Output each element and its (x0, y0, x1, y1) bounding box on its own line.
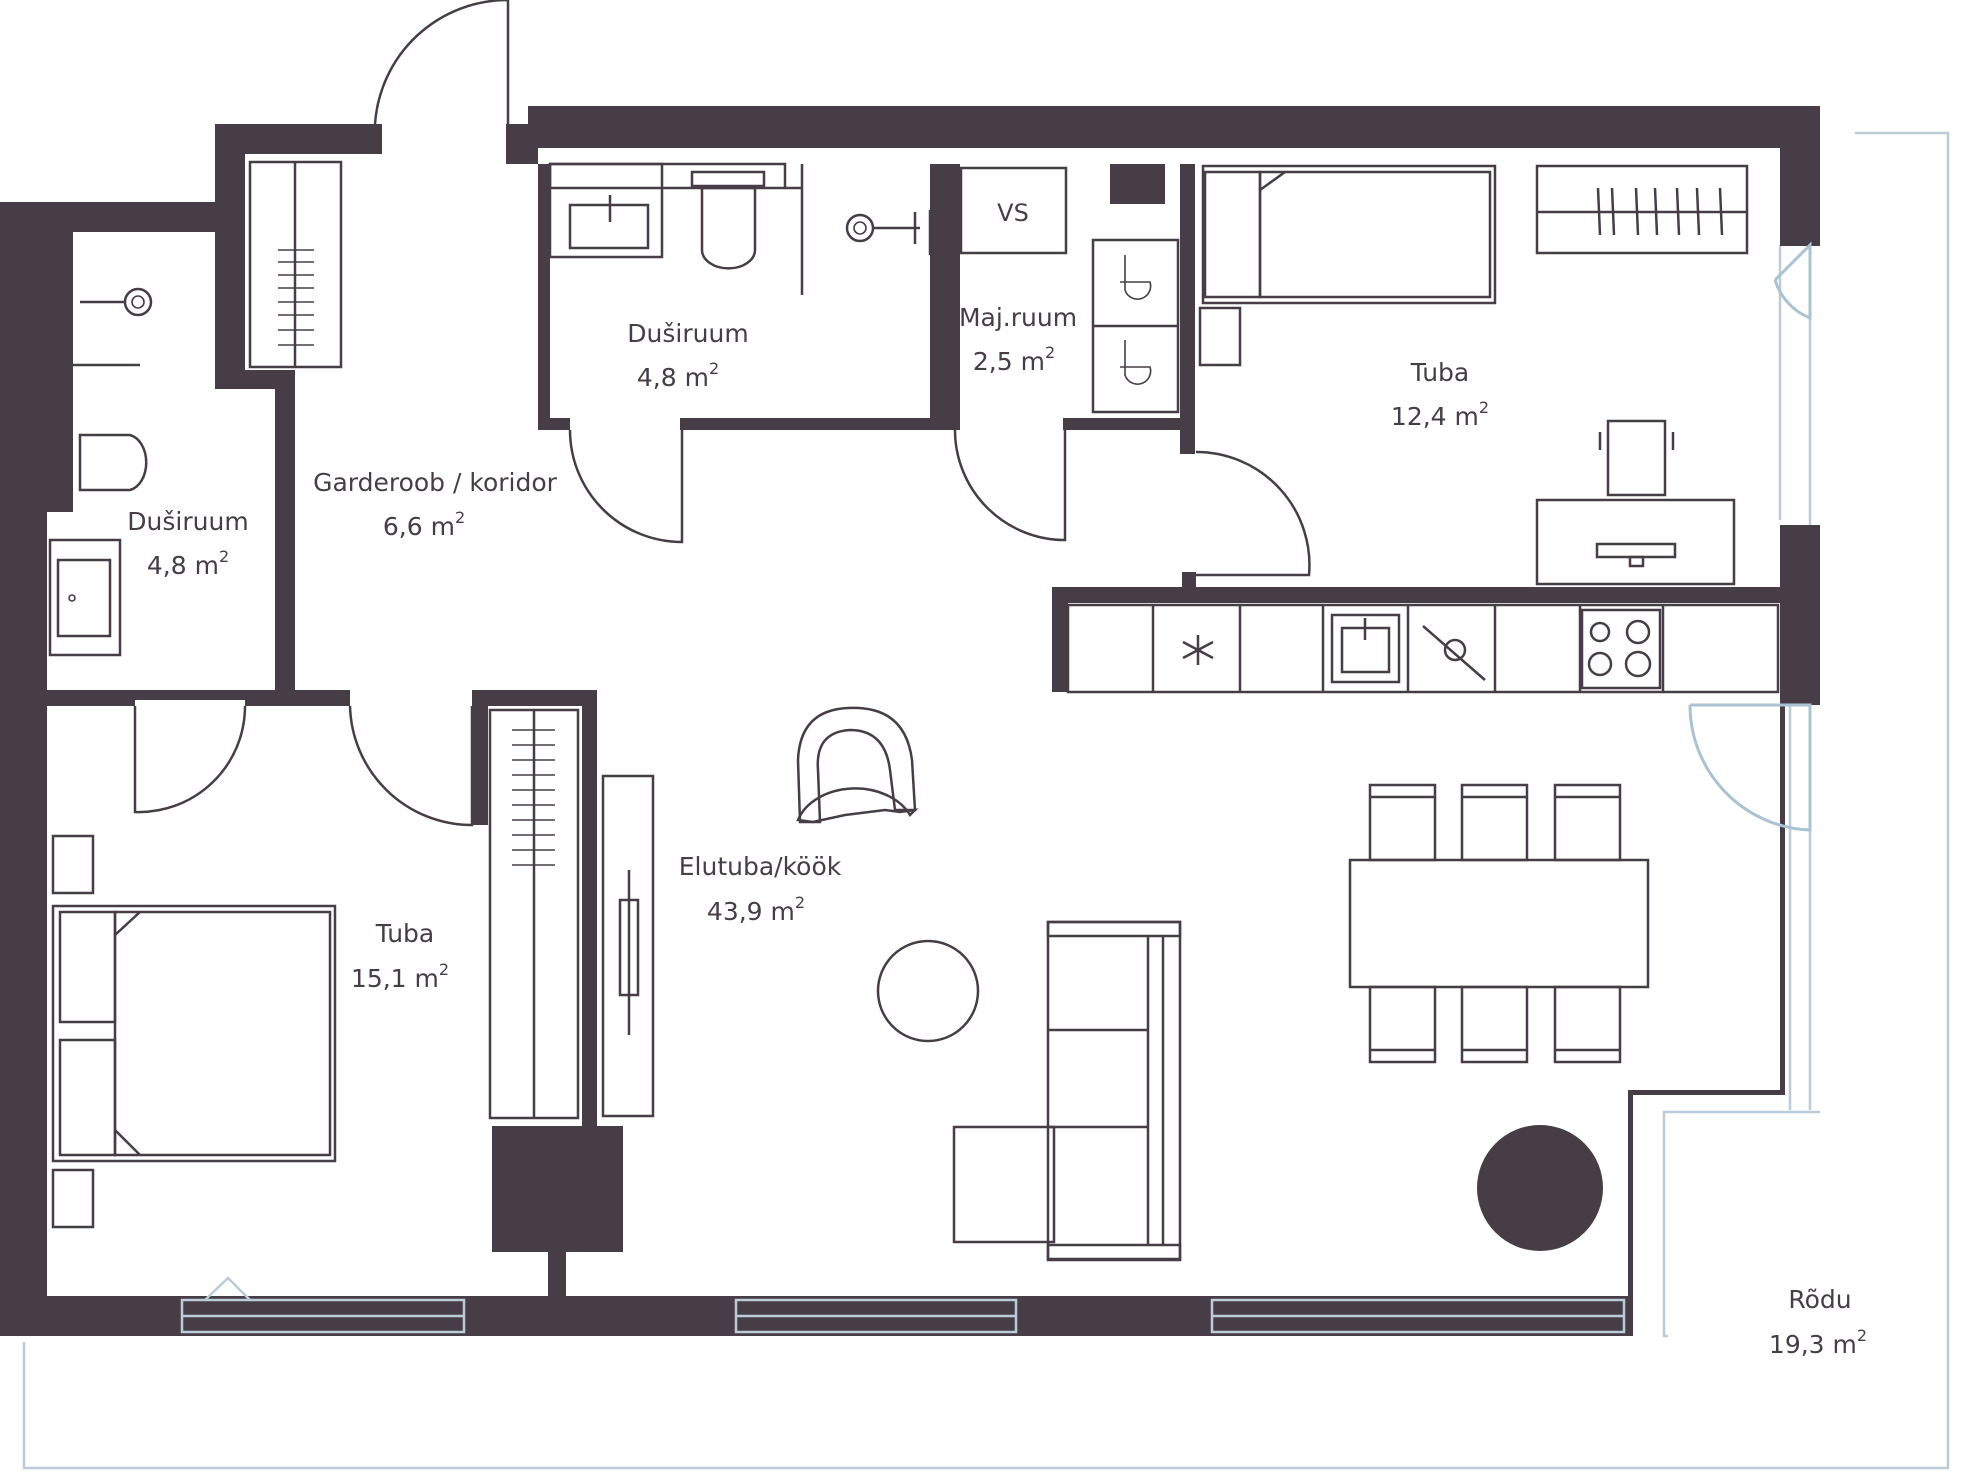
windows (180, 1276, 1626, 1334)
room-label-elutuba: Elutuba/köök (679, 852, 842, 881)
room-label-garderoob: Garderoob / koridor (313, 468, 558, 497)
room-label-dushiruum-left: Duširuum (127, 507, 248, 536)
room-area-dushiruum-top: 4,8 m2 (637, 359, 719, 392)
room-area-dushiruum-left: 4,8 m2 (147, 547, 229, 580)
toilet-label: VS (997, 199, 1029, 227)
room-label-tuba-left: Tuba (375, 919, 435, 948)
furniture (48, 160, 1780, 1262)
room-area-rodu: 19,3 m2 (1769, 1326, 1867, 1359)
room-labels: Duširuum 4,8 m2 Maj.ruum 2,5 m2 Tuba 12,… (127, 303, 1867, 1359)
room-label-tuba-top: Tuba (1410, 358, 1470, 387)
room-area-elutuba: 43,9 m2 (707, 893, 805, 926)
room-area-tuba-left: 15,1 m2 (351, 960, 449, 993)
room-label-dushiruum-top: Duširuum (627, 319, 748, 348)
room-area-maj-ruum: 2,5 m2 (973, 343, 1055, 376)
doors (133, 0, 1812, 832)
room-label-maj-ruum: Maj.ruum (959, 303, 1077, 332)
room-label-rodu: Rõdu (1788, 1285, 1851, 1314)
room-area-tuba-top: 12,4 m2 (1391, 398, 1489, 431)
room-area-garderoob: 6,6 m2 (383, 508, 465, 541)
balcony-outline (22, 131, 1950, 1470)
